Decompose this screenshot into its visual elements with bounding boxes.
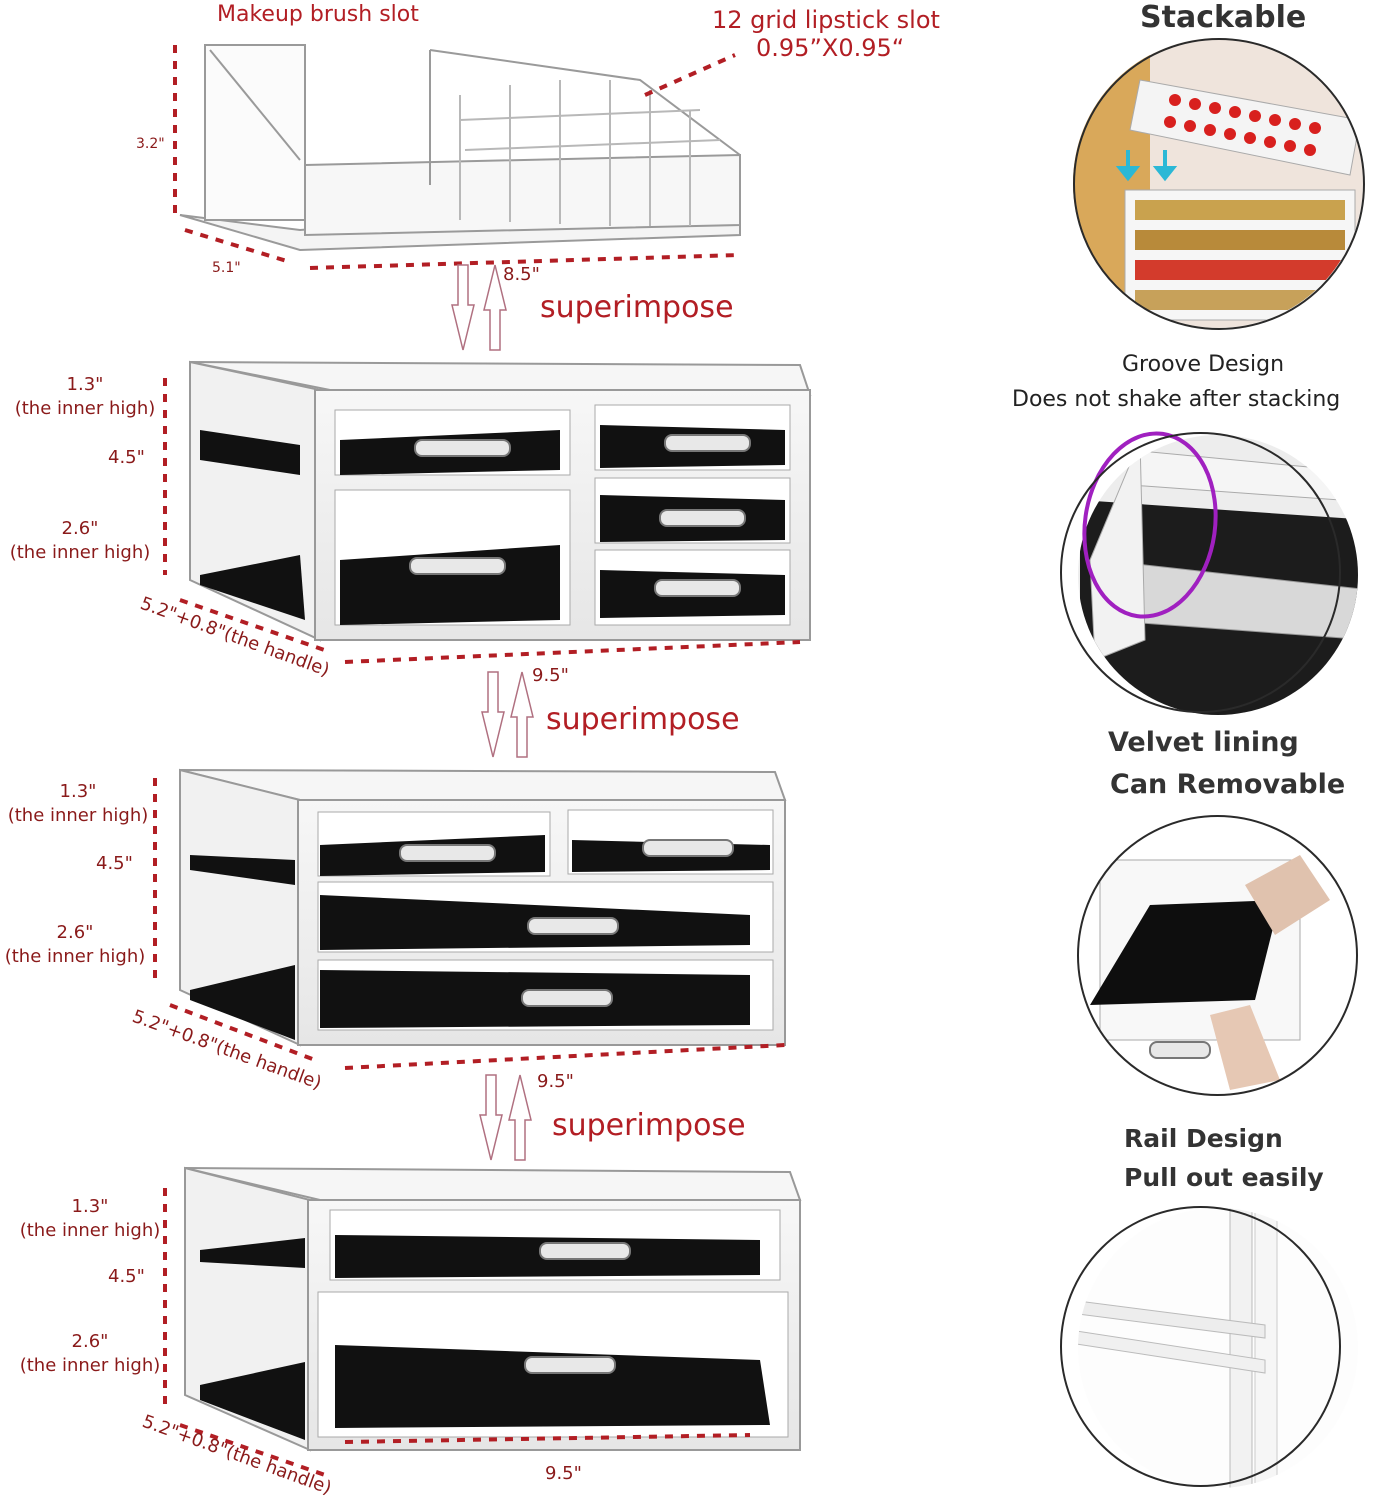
unit2-width: 9.5" bbox=[537, 1071, 574, 1092]
groove-circle-border bbox=[1060, 432, 1341, 713]
groove-title: Groove Design bbox=[1122, 352, 1285, 377]
unit1-top-inner-height: 1.3"(the inner high) bbox=[14, 374, 156, 419]
organizer-depth: 5.1" bbox=[212, 260, 241, 276]
velvet-subtitle: Can Removable bbox=[1110, 769, 1346, 800]
organizer-width: 8.5" bbox=[503, 264, 540, 285]
lipstick-slot-label: 12 grid lipstick slot bbox=[712, 6, 940, 34]
lipstick-slot-size: 0.95”X0.95“ bbox=[756, 34, 905, 62]
superimpose-label-2: superimpose bbox=[546, 702, 740, 737]
organizer-height: 3.2" bbox=[136, 136, 165, 152]
superimpose-label-3: superimpose bbox=[552, 1108, 746, 1143]
unit3-width: 9.5" bbox=[545, 1463, 582, 1484]
unit2-height: 4.5" bbox=[96, 853, 133, 874]
unit3-top-inner-height: 1.3"(the inner high) bbox=[19, 1196, 161, 1241]
velvet-title: Velvet lining bbox=[1108, 727, 1299, 758]
unit3-height: 4.5" bbox=[108, 1266, 145, 1287]
unit1-height: 4.5" bbox=[108, 447, 145, 468]
brush-slot-label: Makeup brush slot bbox=[217, 2, 419, 27]
lipstick-organizer bbox=[179, 44, 741, 252]
velvet-circle-border bbox=[1077, 815, 1358, 1096]
stackable-circle-border bbox=[1073, 38, 1365, 330]
drawer-unit-3 bbox=[184, 1166, 802, 1452]
stack-arrows bbox=[451, 264, 534, 1161]
groove-subtitle: Does not shake after stacking bbox=[1012, 387, 1341, 412]
superimpose-label-1: superimpose bbox=[540, 290, 734, 325]
unit1-width: 9.5" bbox=[532, 665, 569, 686]
drawer-unit-1 bbox=[189, 360, 812, 642]
rail-circle-border bbox=[1060, 1206, 1341, 1487]
rail-subtitle: Pull out easily bbox=[1124, 1163, 1324, 1192]
rail-title: Rail Design bbox=[1124, 1124, 1283, 1153]
stackable-title: Stackable bbox=[1140, 0, 1307, 35]
drawer-unit-2 bbox=[179, 768, 787, 1047]
unit3-bottom-inner-height: 2.6"(the inner high) bbox=[19, 1331, 161, 1376]
unit2-top-inner-height: 1.3"(the inner high) bbox=[7, 781, 149, 826]
unit1-bottom-inner-height: 2.6"(the inner high) bbox=[9, 518, 151, 563]
unit2-bottom-inner-height: 2.6"(the inner high) bbox=[4, 922, 146, 967]
